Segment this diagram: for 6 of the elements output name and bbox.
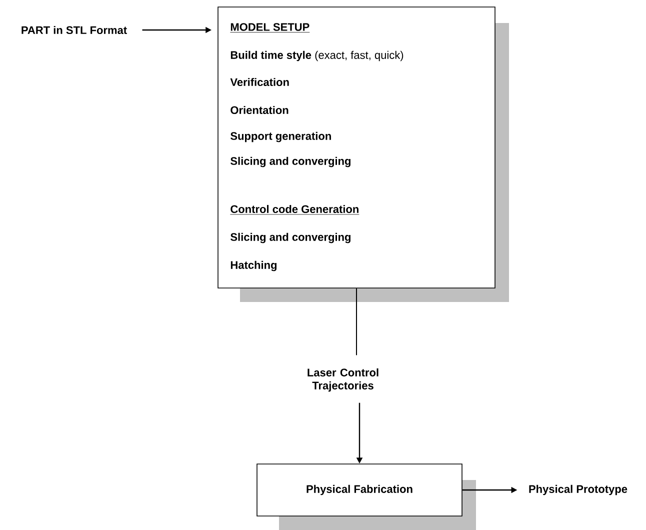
connector-line (356, 288, 357, 356)
flow-label: Laser Control Trajectories (308, 368, 378, 392)
input-label: PART in STL Format (22, 26, 127, 34)
setup-box: MODEL SETUP Build time style (exact, fast, quick) Verification Orientation Support generation Slicing and converging Control code Generation Slicing and converging Hatching (218, 6, 509, 302)
output-label: Physical Prototype (529, 484, 628, 496)
process-box: Physical Fabrication (256, 464, 476, 530)
